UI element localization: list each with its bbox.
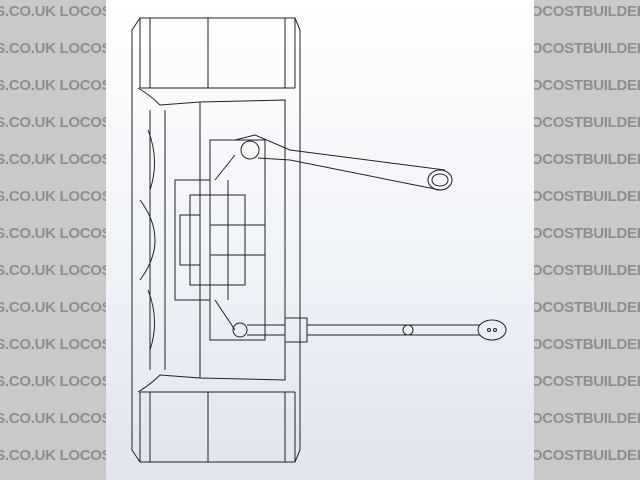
watermark-text: LOCOSTBUILDERS.CO.UK LOCOSTBUILDERS.CO.U… — [534, 40, 640, 57]
watermark-text: LOCOSTBUILDERS.CO.UK LOCOSTBUILDERS.CO.U… — [534, 336, 640, 353]
suspension-drawing — [131, 17, 507, 463]
watermark-text: LOCOSTBUILDERS.CO.UK LOCOSTBUILDERS.CO.U… — [0, 262, 106, 279]
watermark-text: LOCOSTBUILDERS.CO.UK LOCOSTBUILDERS.CO.U… — [534, 225, 640, 242]
watermark-strip-left: LOCOSTBUILDERS.CO.UK LOCOSTBUILDERS.CO.U… — [0, 0, 106, 480]
watermark-text: LOCOSTBUILDERS.CO.UK LOCOSTBUILDERS.CO.U… — [0, 188, 106, 205]
watermark-text: LOCOSTBUILDERS.CO.UK LOCOSTBUILDERS.CO.U… — [534, 151, 640, 168]
watermark-text: LOCOSTBUILDERS.CO.UK LOCOSTBUILDERS.CO.U… — [534, 114, 640, 131]
watermark-text: LOCOSTBUILDERS.CO.UK LOCOSTBUILDERS.CO.U… — [534, 410, 640, 427]
watermark-text: LOCOSTBUILDERS.CO.UK LOCOSTBUILDERS.CO.U… — [534, 77, 640, 94]
watermark-text: LOCOSTBUILDERS.CO.UK LOCOSTBUILDERS.CO.U… — [0, 447, 106, 464]
watermark-text: LOCOSTBUILDERS.CO.UK LOCOSTBUILDERS.CO.U… — [0, 77, 106, 94]
watermark-text: LOCOSTBUILDERS.CO.UK LOCOSTBUILDERS.CO.U… — [0, 40, 106, 57]
cad-viewport — [106, 0, 534, 480]
watermark-text: LOCOSTBUILDERS.CO.UK LOCOSTBUILDERS.CO.U… — [0, 114, 106, 131]
watermark-text: LOCOSTBUILDERS.CO.UK LOCOSTBUILDERS.CO.U… — [534, 299, 640, 316]
lower-link — [232, 317, 507, 343]
watermark-text: LOCOSTBUILDERS.CO.UK LOCOSTBUILDERS.CO.U… — [0, 410, 106, 427]
watermark-text: LOCOSTBUILDERS.CO.UK LOCOSTBUILDERS.CO.U… — [0, 299, 106, 316]
upper-wishbone — [234, 134, 453, 191]
watermark-text: LOCOSTBUILDERS.CO.UK LOCOSTBUILDERS.CO.U… — [534, 188, 640, 205]
watermark-text: LOCOSTBUILDERS.CO.UK LOCOSTBUILDERS.CO.U… — [0, 3, 106, 20]
watermark-text: LOCOSTBUILDERS.CO.UK LOCOSTBUILDERS.CO.U… — [0, 373, 106, 390]
watermark-text: LOCOSTBUILDERS.CO.UK LOCOSTBUILDERS.CO.U… — [534, 262, 640, 279]
watermark-text: LOCOSTBUILDERS.CO.UK LOCOSTBUILDERS.CO.U… — [534, 447, 640, 464]
hub-upright — [174, 139, 266, 341]
tire-outline — [131, 17, 301, 463]
watermark-text: LOCOSTBUILDERS.CO.UK LOCOSTBUILDERS.CO.U… — [0, 336, 106, 353]
watermark-strip-right: LOCOSTBUILDERS.CO.UK LOCOSTBUILDERS.CO.U… — [534, 0, 640, 480]
wheel-rim — [137, 87, 286, 393]
watermark-text: LOCOSTBUILDERS.CO.UK LOCOSTBUILDERS.CO.U… — [0, 225, 106, 242]
watermark-text: LOCOSTBUILDERS.CO.UK LOCOSTBUILDERS.CO.U… — [534, 3, 640, 20]
watermark-text: LOCOSTBUILDERS.CO.UK LOCOSTBUILDERS.CO.U… — [0, 151, 106, 168]
watermark-text: LOCOSTBUILDERS.CO.UK LOCOSTBUILDERS.CO.U… — [534, 373, 640, 390]
